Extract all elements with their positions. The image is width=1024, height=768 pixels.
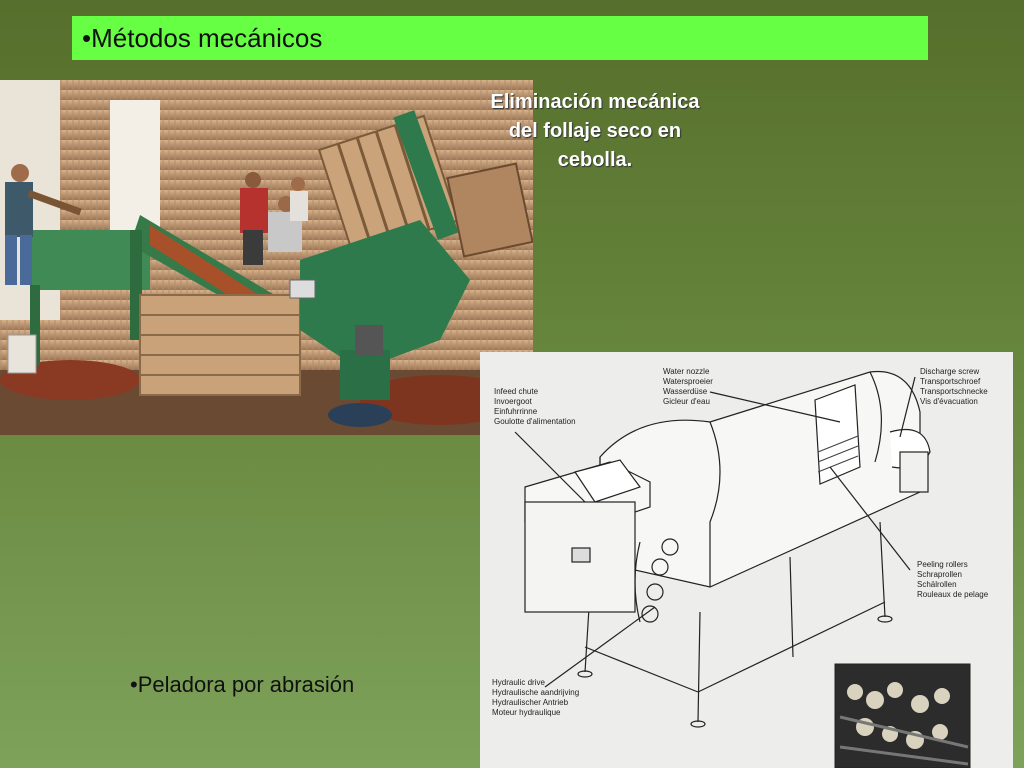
slide-title: •Métodos mecánicos [72, 16, 928, 60]
onion-processing-photo [0, 80, 533, 435]
svg-text:Transportschnecke: Transportschnecke [920, 387, 988, 396]
caption-line: Eliminación mecánica [490, 91, 700, 113]
svg-text:Wasserdüse: Wasserdüse [663, 387, 708, 396]
worker-figure-back [290, 177, 308, 221]
svg-text:Water nozzle: Water nozzle [663, 367, 710, 376]
svg-text:Moteur hydraulique: Moteur hydraulique [492, 708, 561, 717]
slide-title-text: •Métodos mecánicos [82, 22, 323, 53]
svg-text:Infeed chute: Infeed chute [494, 387, 539, 396]
svg-text:Watersproeier: Watersproeier [663, 377, 713, 386]
label-water-nozzle: Water nozzle Watersproeier Wasserdüse Gi… [663, 367, 713, 406]
worker-figure-left [5, 164, 82, 285]
caption: Eliminación mecánica del follaje seco en… [450, 88, 740, 175]
rollers-inset-photo [834, 663, 971, 768]
svg-text:Discharge screw: Discharge screw [920, 367, 979, 376]
svg-text:Schraprollen: Schraprollen [917, 570, 962, 579]
svg-text:Einfuhrrinne: Einfuhrrinne [494, 407, 538, 416]
label-discharge-screw: Discharge screw Transportschroef Transpo… [920, 367, 988, 406]
label-hydraulic-drive: Hydraulic drive Hydraulische aandrijving… [492, 678, 579, 717]
svg-text:Invoergoot: Invoergoot [494, 397, 533, 406]
svg-text:Peeling rollers: Peeling rollers [917, 560, 968, 569]
svg-text:Gicleur d'eau: Gicleur d'eau [663, 397, 710, 406]
svg-text:Hydraulic drive: Hydraulic drive [492, 678, 545, 687]
caption-line: del follaje seco en [508, 120, 682, 142]
caption-line: cebolla. [557, 149, 633, 171]
label-infeed-chute: Infeed chute Invoergoot Einfuhrrinne Gou… [494, 387, 576, 426]
svg-text:Goulotte d'alimentation: Goulotte d'alimentation [494, 417, 576, 426]
svg-text:Vis d'évacuation: Vis d'évacuation [920, 397, 978, 406]
svg-text:Schälrollen: Schälrollen [917, 580, 957, 589]
worker-figure-red [240, 172, 268, 265]
svg-text:Hydraulischer Antrieb: Hydraulischer Antrieb [492, 698, 569, 707]
svg-text:Transportschroef: Transportschroef [920, 377, 981, 386]
svg-text:Hydraulische aandrijving: Hydraulische aandrijving [492, 688, 579, 697]
peeler-diagram: Infeed chute Invoergoot Einfuhrrinne Gou… [480, 352, 1013, 768]
svg-text:Rouleaux de pelage: Rouleaux de pelage [917, 590, 989, 599]
bullet-peladora: •Peladora por abrasión [130, 672, 355, 697]
label-peeling-rollers: Peeling rollers Schraprollen Schälrollen… [917, 560, 989, 599]
